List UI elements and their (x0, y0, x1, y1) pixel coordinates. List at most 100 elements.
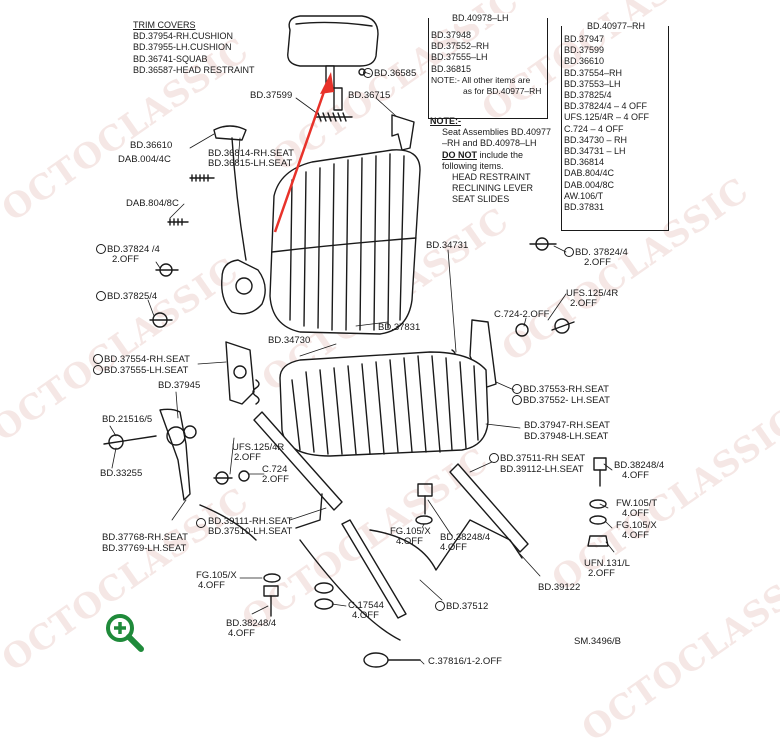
trim-cover-line: BD.36587-HEAD RESTRAINT (133, 64, 255, 75)
note-line: DO NOT include the (430, 150, 551, 161)
zoom-in-button[interactable] (104, 612, 146, 654)
note-title: NOTE:- (430, 116, 461, 126)
lh-item: BD.37555–LH (431, 52, 488, 63)
label-bd21516: BD.21516/5 (102, 414, 152, 425)
note-line: –RH and BD.40978–LH (442, 138, 537, 149)
label-bd37599: BD.37599 (250, 90, 292, 101)
rh-item: BD.36610 (564, 56, 605, 67)
leader-lines (109, 71, 615, 665)
label-ufn131: UFN.131/L (584, 558, 630, 569)
lh-assembly-box: BD.40978–LH BD.37948 BD.37552–RH BD.3755… (428, 13, 548, 119)
label-bd37553: BD.37553-RH.SEAT (523, 384, 609, 395)
screw-part (149, 174, 215, 328)
label-bd39112: BD.39112-LH.SEAT (500, 464, 584, 475)
label-c17544-qty: 4.OFF (352, 610, 379, 621)
rh-item: BD.37831 (564, 202, 605, 213)
trim-cover-line: BD.37955-LH.CUSHION (133, 42, 232, 53)
spring-part (315, 87, 353, 122)
note-do-not: DO NOT (442, 149, 477, 160)
label-bd37945: BD.37945 (158, 380, 200, 391)
clip-part (391, 114, 415, 151)
note-line: Seat Assemblies BD.40977 (442, 127, 552, 138)
label-bd37947: BD.37947-RH.SEAT (524, 420, 610, 431)
cushion-part (279, 351, 489, 457)
rh-item: BD.36814 (564, 157, 605, 168)
label-c724-left: C.724 (262, 464, 287, 475)
label-bd34731: BD.34731 (426, 240, 468, 251)
circle-markers (93, 68, 574, 611)
label-bd37824-left-qty: 2.OFF (112, 254, 139, 265)
lh-note: as for BD.40977–RH (463, 86, 542, 97)
note-line: SEAT SLIDES (452, 194, 510, 205)
label-bd36815: BD.36815-LH.SEAT (208, 158, 293, 169)
label-fg105-left-qty: 4.OFF (198, 580, 225, 591)
trim-cover-line: BD.37954-RH.CUSHION (133, 31, 234, 42)
rh-item: DAB.804/4C (564, 168, 615, 179)
label-ufs-left: UFS.125/4R (232, 442, 284, 453)
lh-assembly-title: BD.40978–LH (449, 13, 512, 25)
label-bd34730: BD.34730 (268, 335, 310, 346)
label-fw105: FW.105/T (616, 498, 657, 509)
label-bd36585: BD.36585 (374, 68, 416, 79)
label-bd37948: BD.37948-LH.SEAT (524, 431, 609, 442)
rh-item: AW.106/T (564, 190, 604, 201)
rh-assembly-box: BD.40977–RH BD.37947 BD.37599 BD.36610 B… (561, 21, 669, 231)
exploded-seat-diagram: BD.36585 BD.37599 BD.36715 BD.36610 DAB.… (93, 15, 664, 668)
label-fw105-qty: 4.OFF (622, 508, 649, 519)
label-bd36814: BD.36814-RH.SEAT (208, 148, 294, 159)
label-c724-left-qty: 2.OFF (262, 474, 289, 485)
note-block: NOTE:- Seat Assemblies BD.40977 –RH and … (430, 116, 551, 206)
reclining-mechanism-left (103, 341, 260, 501)
label-bd37511: BD.37511-RH SEAT (500, 453, 585, 464)
label-fg105-center: FG.105/X (390, 526, 431, 537)
label-bd37555: BD.37555-LH.SEAT (104, 365, 189, 376)
label-sm3496: SM.3496/B (574, 636, 621, 647)
rh-item: BD.37825/4 (564, 90, 612, 101)
label-bd37512: BD.37512 (446, 601, 488, 612)
label-bd39122: BD.39122 (538, 582, 580, 593)
rh-item: BD.34730 – RH (564, 134, 628, 145)
label-fg105-right-qty: 4.OFF (622, 530, 649, 541)
label-bd37824-right: BD. 37824/4 (575, 247, 628, 258)
rh-assembly-title: BD.40977–RH (584, 21, 649, 33)
lh-item: BD.36815 (431, 63, 472, 74)
label-dab004: DAB.004/4C (118, 154, 171, 165)
label-bd37824-right-qty: 2.OFF (584, 257, 611, 268)
red-arrow (273, 72, 334, 233)
rh-item: BD.37553–LH (564, 78, 621, 89)
label-bd37831: BD.37831 (378, 322, 420, 333)
label-bd38248-right-qty: 4.OFF (622, 470, 649, 481)
rh-item: BD.37824/4 – 4 OFF (564, 101, 648, 112)
label-bd33255: BD.33255 (100, 468, 142, 479)
label-bd37825: BD.37825/4 (107, 291, 157, 302)
label-bd38248-left: BD.38248/4 (226, 618, 276, 629)
label-bd39111: BD.39111-RH.SEAT (208, 516, 293, 527)
note-line: RECLINING LEVER (452, 183, 534, 194)
label-ufn131-qty: 2.OFF (588, 568, 615, 579)
label-bd37769: BD.37769-LH.SEAT (102, 543, 187, 554)
label-bd37554: BD.37554-RH.SEAT (104, 354, 190, 365)
label-bd37824-left: BD.37824 /4 (107, 244, 160, 255)
rh-item: C.724 – 4 OFF (564, 123, 624, 134)
rh-item: UFS.125/4R – 4 OFF (564, 112, 650, 123)
label-bd37768: BD.37768-RH.SEAT (102, 532, 188, 543)
hinge-bracket-part (213, 125, 266, 315)
label-c17544: C.17544 (348, 600, 384, 611)
label-bd37552: BD.37552- LH.SEAT (523, 395, 610, 406)
label-bd36610: BD.36610 (130, 140, 172, 151)
zoom-in-icon (106, 614, 144, 652)
squab-part (269, 149, 421, 335)
label-bd36715: BD.36715 (348, 90, 390, 101)
label-fg105-right: FG.105/X (616, 520, 657, 531)
trim-cover-line: BD.36741-SQUAB (133, 53, 208, 64)
seat-slide-rail (199, 411, 529, 641)
rh-item: DAB.004/8C (564, 179, 615, 190)
note-include: include the (477, 149, 524, 160)
fastener-part (213, 457, 609, 668)
label-ufs-right-qty: 2.OFF (570, 298, 597, 309)
rh-item: BD.37554–RH (564, 67, 623, 78)
rh-item: BD.37947 (564, 34, 605, 44)
label-bd38248-right: BD.38248/4 (614, 460, 664, 471)
label-c724-right: C.724-2.OFF (494, 309, 550, 320)
trim-covers-list: TRIM COVERS BD.37954-RH.CUSHION BD.37955… (133, 20, 255, 76)
